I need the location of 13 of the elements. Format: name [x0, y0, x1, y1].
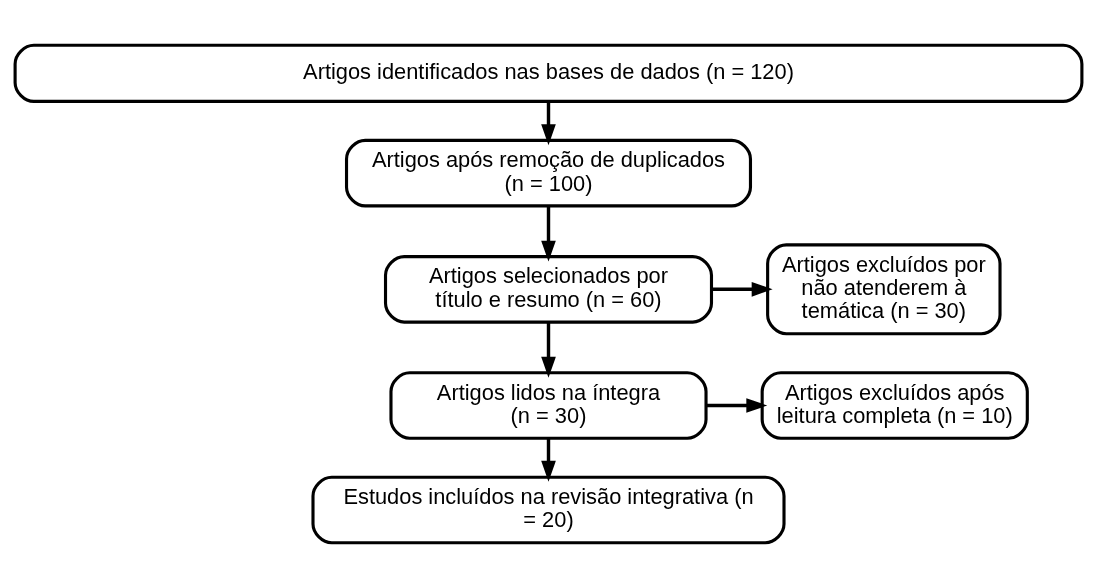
node-box: Estudos incluídos na revisão integrativa (n = 20): [311, 475, 786, 545]
arrow: [706, 398, 768, 413]
node-box: Artigos identificados nas bases de dados (n = 120): [13, 43, 1084, 103]
arrow: [541, 438, 556, 482]
arrow: [541, 101, 556, 146]
arrow: [541, 206, 556, 262]
node-box: Artigos selecionados por título e resumo (n = 60): [383, 255, 714, 324]
node-box: Artigos excluídos por não atenderem à temática (n = 30): [766, 243, 1002, 336]
arrow: [711, 282, 773, 297]
node-box: Artigos após remoção de duplicados (n = 100): [344, 138, 753, 208]
arrow: [541, 322, 556, 378]
node-box: Artigos excluídos após leitura completa (n = 10): [760, 371, 1029, 440]
node-box: Artigos lidos na íntegra (n = 30): [389, 371, 708, 440]
